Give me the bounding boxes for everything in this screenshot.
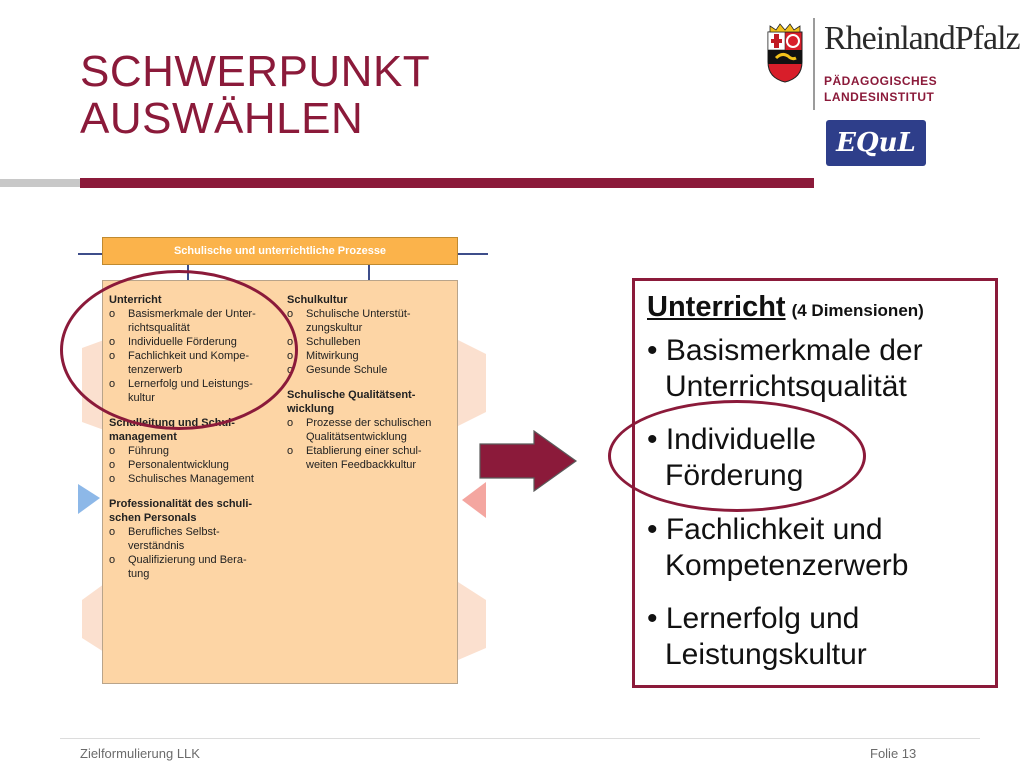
bullet-marker: o [109,473,116,485]
list-item: o Schulische Unterstüt- [287,307,457,321]
bullet-marker: o [109,459,116,471]
right-arrow-icon [479,430,578,492]
bullet-marker: o [109,526,116,538]
brand-name: RheinlandPfalz [824,20,1021,57]
group-heading: Professionalität des schuli- [109,498,253,510]
logo-separator [813,18,815,110]
list-item: o Personalentwicklung [109,458,279,472]
callout-item-line: • Basismerkmale der [647,334,923,367]
list-item-text: weiten Feedbackkultur [306,459,417,471]
list-item: o Prozesse der schulischen [287,416,457,430]
list-item-text: Qualifizierung und Bera- [128,554,247,566]
equl-logo-text: EQuL [836,128,916,158]
title-underline-grey [0,179,80,187]
callout-title: Unterricht (4 Dimensionen) [647,291,924,324]
list-item-text: Berufliches Selbst- [128,526,220,538]
group-spacer [109,486,279,497]
callout-item-line: Kompetenzerwerb [665,549,909,582]
bullet-marker: o [109,445,116,457]
list-item: o Berufliches Selbst- [109,525,279,539]
list-item-text: Schulleben [306,336,361,348]
title-underline-accent [80,178,814,188]
bullet-marker [109,539,128,553]
coat-of-arms-icon [767,23,803,83]
brand-sub-line2: LANDESINSTITUT [824,90,935,104]
bullet-marker [287,458,306,472]
process-header: Schulische und unterrichtliche Prozesse [102,237,458,265]
callout-item-line: • Lernerfolg und [647,602,860,635]
list-item-text: Schulisches Management [128,473,254,485]
callout-item-line: • Fachlichkeit und [647,513,883,546]
brand-sub-line1: PÄDAGOGISCHES [824,74,938,88]
slide-title: SCHWERPUNKT AUSWÄHLEN [80,48,680,142]
list-item-text: Gesunde Schule [306,364,388,376]
connector-down-right [368,265,370,282]
callout-title-sub: (4 Dimensionen) [791,301,924,320]
list-item: o Etablierung einer schul- [287,444,457,458]
group-spacer [287,377,457,388]
group-heading: Schulkultur [287,294,348,306]
bullet-marker [287,430,306,444]
callout-item: • Fachlichkeit und Kompetenzerwerb [647,512,908,584]
slide-title-line2: AUSWÄHLEN [80,94,364,143]
footer-divider [60,738,980,739]
bullet-marker [109,567,128,581]
callout-title-main: Unterricht [647,291,786,323]
right-column: Schulkultur o Schulische Unterstüt-zungsku… [287,293,457,472]
list-item-text: Führung [128,445,169,457]
group-heading: Schulische Qualitätsent- [287,389,416,401]
list-item-text: Etablierung einer schul- [306,445,422,457]
list-item-text: tung [128,568,150,580]
connector-left [78,253,102,255]
bullet-marker: o [287,445,294,457]
callout-item-line: Leistungskultur [665,638,867,671]
highlight-ring-diagram [60,270,298,430]
bullet-marker: o [287,417,294,429]
slide-number: Folie 13 [870,746,917,761]
bullet-marker: o [287,308,294,320]
callout-item: • Basismerkmale der Unterrichtsqualität [647,333,923,405]
group-heading: schen Personals [109,512,197,524]
list-item: o Schulisches Management [109,472,279,486]
list-item: weiten Feedbackkultur [287,458,457,472]
connector-right [458,253,488,255]
list-item: o Führung [109,444,279,458]
list-item: o Qualifizierung und Bera- [109,553,279,567]
slide-title-line1: SCHWERPUNKT [80,47,431,96]
list-item: verständnis [109,539,279,553]
list-item-text: Prozesse der schulischen [306,417,432,429]
list-item-text: verständnis [128,540,185,552]
group-heading: wicklung [287,403,335,415]
callout-item: • Lernerfolg und Leistungskultur [647,601,867,673]
list-item: zungskultur [287,321,457,335]
highlight-ring-callout [608,400,866,512]
list-item-text: Mitwirkung [306,350,359,362]
bullet-marker: o [109,554,116,566]
list-item-text: Personalentwicklung [128,459,229,471]
group-heading: management [109,431,177,443]
list-item-text: Schulische Unterstüt- [306,308,411,320]
callout-item-line: Unterrichtsqualität [665,370,907,403]
footer-left-text: Zielformulierung LLK [80,746,200,761]
equl-logo: EQuL [826,120,926,166]
list-item: Qualitätsentwicklung [287,430,457,444]
list-item: tung [109,567,279,581]
list-item-text: Qualitätsentwicklung [306,431,407,443]
list-item-text: zungskultur [306,322,363,334]
